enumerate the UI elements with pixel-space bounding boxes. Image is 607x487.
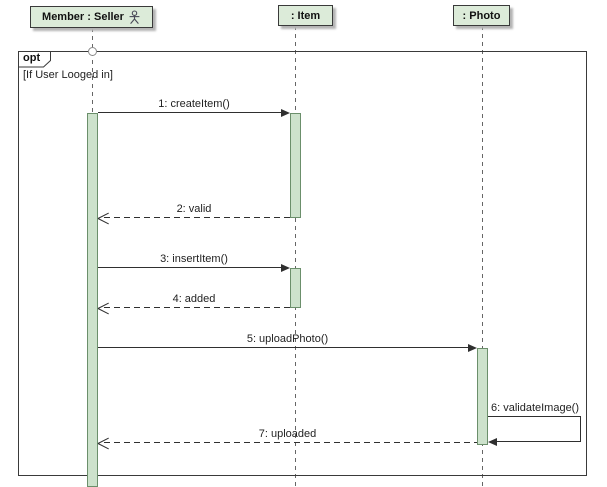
lifeline-label: Member : Seller (42, 11, 124, 23)
activation-item-2[interactable] (290, 268, 301, 308)
lifeline-head-item[interactable]: : Item (278, 5, 333, 26)
message-dashed-line (104, 217, 290, 218)
lifeline-label: : Item (290, 9, 321, 22)
message-label: 5: uploadPhoto() (246, 333, 329, 345)
message-label: 4: added (172, 293, 216, 305)
message-line (98, 112, 282, 113)
fragment-operator-label: opt (23, 52, 41, 64)
frame-lifeline-anchor-circle (88, 47, 97, 56)
message-label: 2: valid (176, 203, 212, 215)
arrowhead-filled-right-icon (281, 264, 290, 272)
message-label: 6: validateImage() (490, 402, 580, 414)
lifeline-member-seller (92, 28, 93, 113)
message-label: 7: uploaded (258, 428, 317, 440)
message-line (98, 347, 469, 348)
arrowhead-open-left-icon (98, 436, 110, 450)
message-dashed-line (104, 307, 290, 308)
opt-fragment-tab: opt (18, 51, 52, 68)
fragment-pentagon-shape (18, 51, 51, 68)
message-label: 3: insertItem() (160, 253, 228, 265)
arrowhead-filled-left-icon (488, 438, 497, 446)
arrowhead-open-left-icon (98, 301, 110, 315)
arrowhead-filled-right-icon (468, 344, 477, 352)
message-label: 1: createItem() (158, 98, 230, 110)
message-line (98, 267, 282, 268)
activation-member-seller[interactable] (87, 113, 98, 487)
activation-item-1[interactable] (290, 113, 301, 218)
fragment-guard-label: [If User Looged in] (23, 69, 113, 81)
actor-icon (129, 9, 140, 24)
lifeline-photo (482, 26, 483, 487)
arrowhead-open-left-icon (98, 211, 110, 225)
lifeline-head-photo[interactable]: : Photo (453, 5, 510, 26)
activation-photo[interactable] (477, 348, 488, 445)
opt-fragment-frame[interactable] (18, 51, 587, 476)
lifeline-label: : Photo (462, 9, 501, 22)
self-message-top-line (488, 416, 581, 417)
lifeline-item (295, 26, 296, 487)
arrowhead-filled-right-icon (281, 109, 290, 117)
self-message-bottom-line (495, 441, 581, 442)
self-message-side-line (580, 416, 581, 442)
message-dashed-line (104, 442, 477, 443)
lifeline-head-member-seller[interactable]: Member : Seller (30, 6, 153, 28)
